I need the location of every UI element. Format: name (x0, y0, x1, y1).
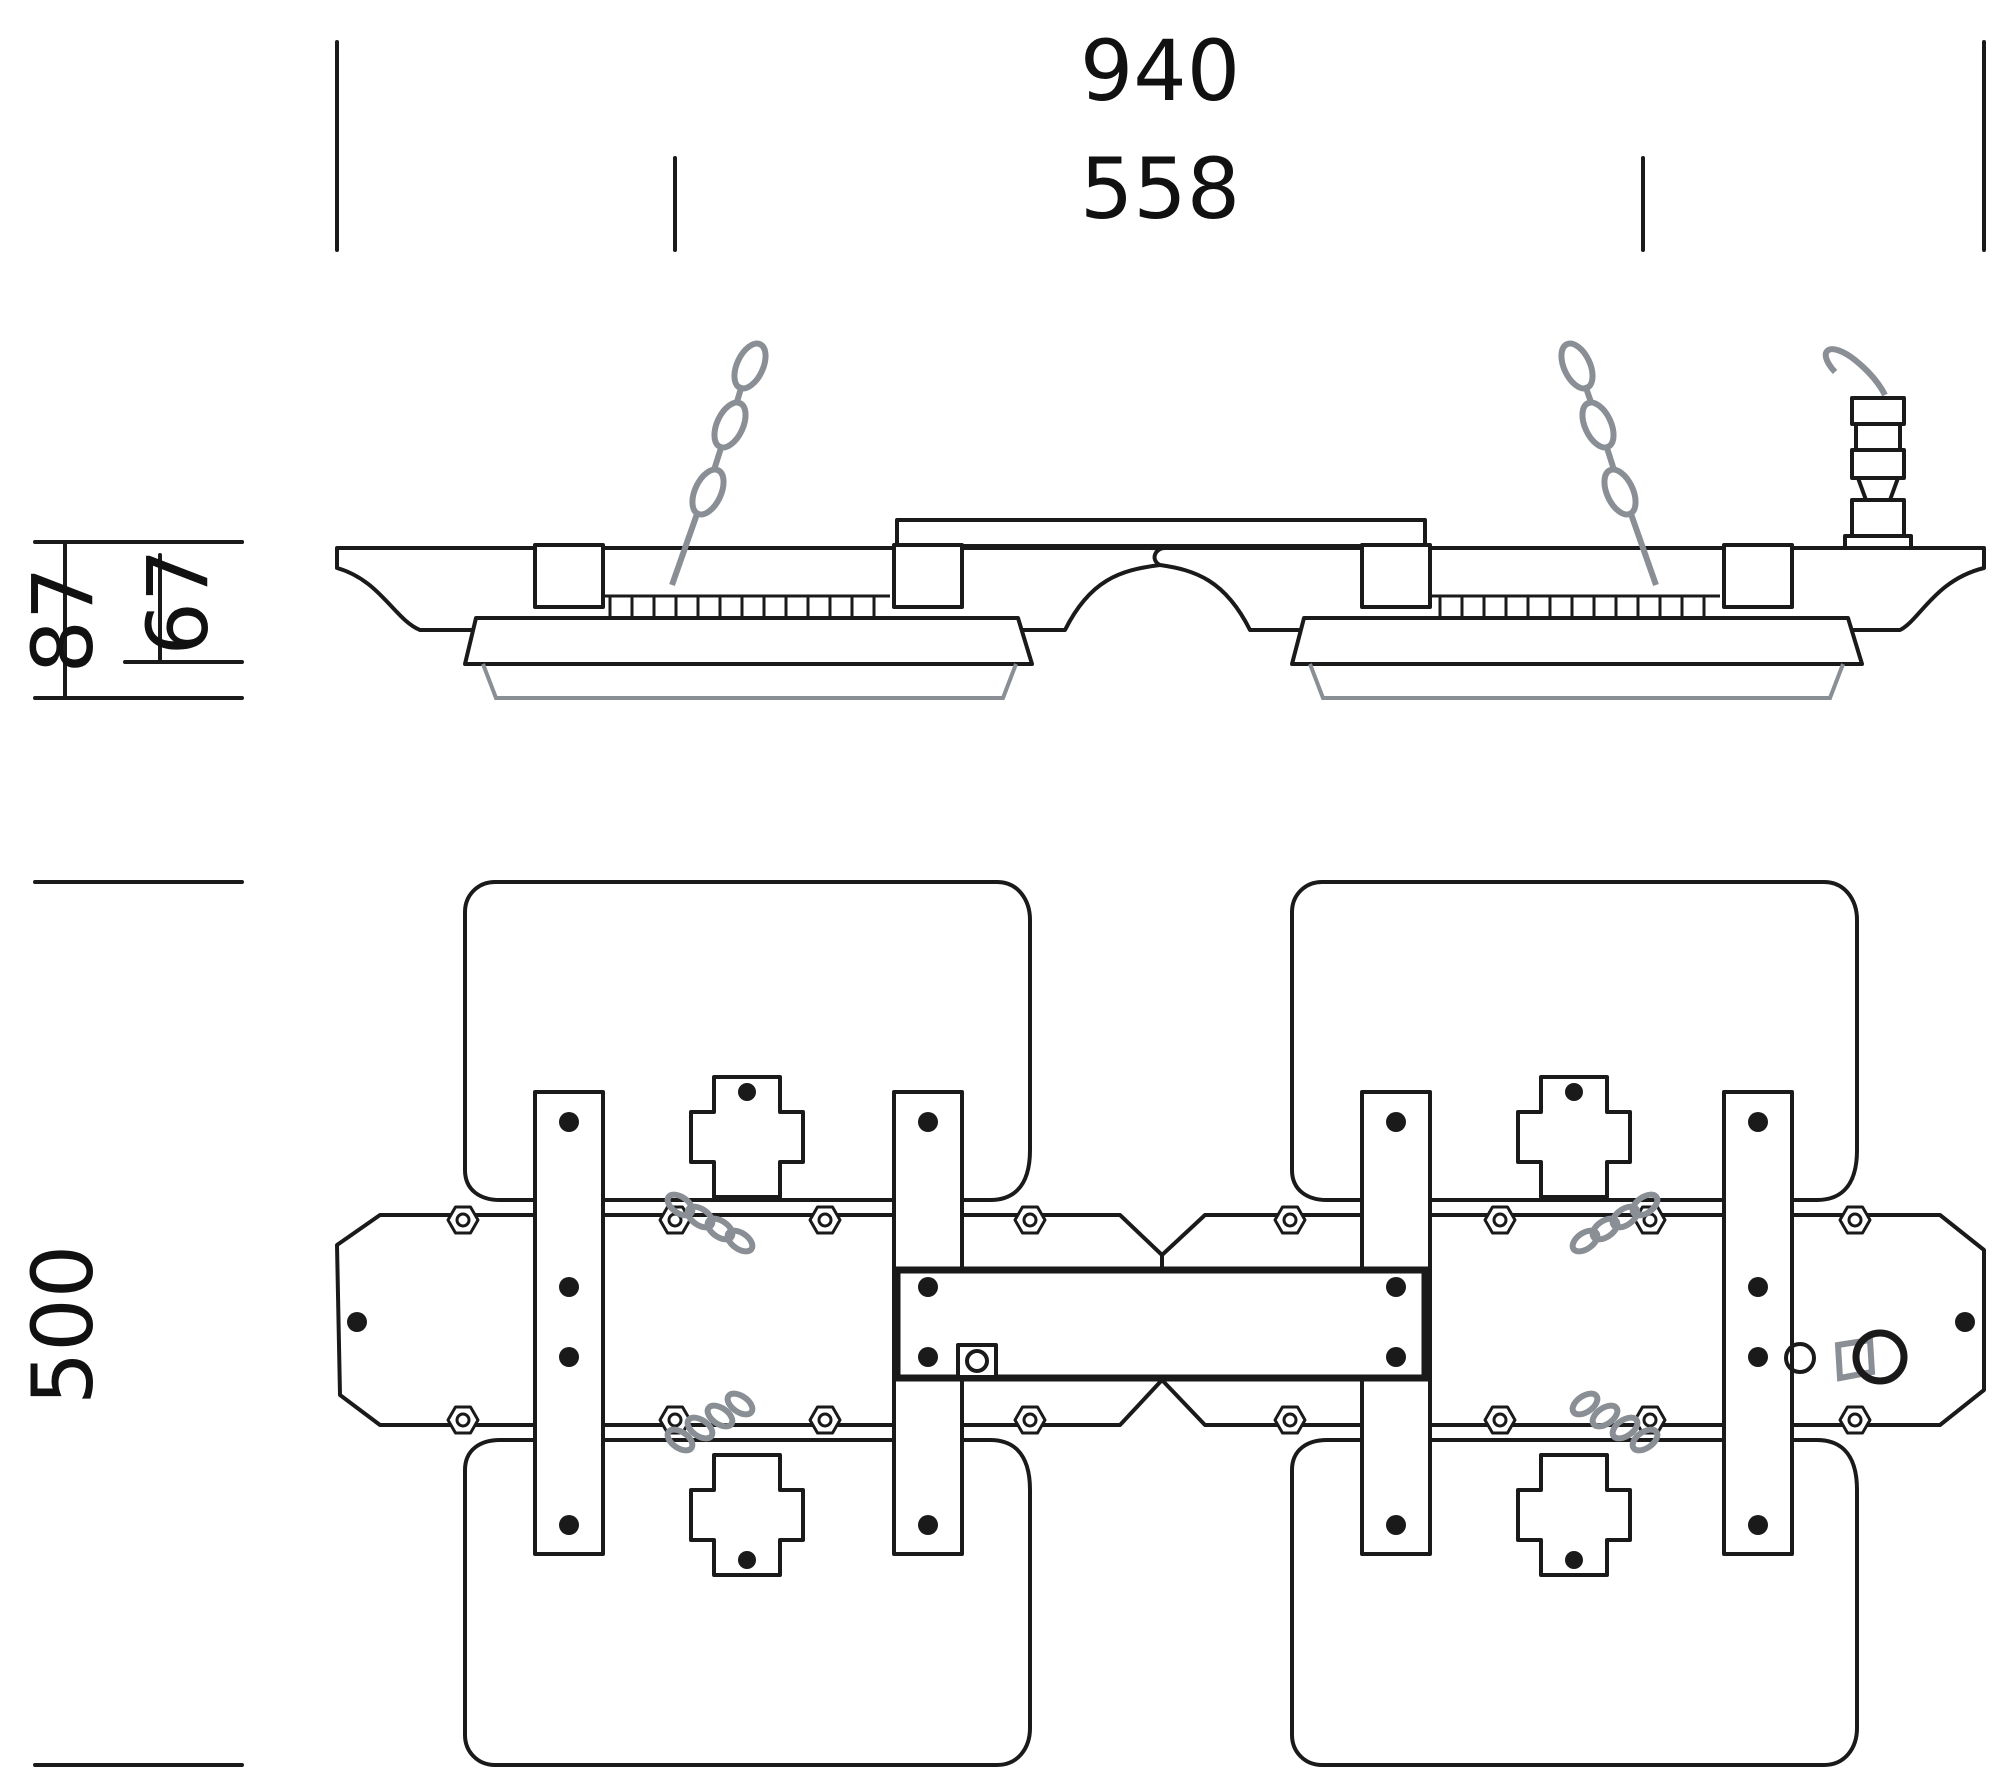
hex-nut (1838, 1405, 1872, 1435)
screw-hole (559, 1277, 579, 1297)
dimension-overall-width: 940 (335, 22, 1986, 252)
hex-nut (446, 1405, 480, 1435)
hex-nut-hole (455, 1212, 471, 1228)
hex-nut-hole (667, 1412, 683, 1428)
reflector-panel-bottom-right (1290, 1438, 1859, 1767)
hex-nut (1273, 1405, 1307, 1435)
cooling-fins-right (1430, 594, 1720, 616)
dimension-body-height: 67 (123, 540, 244, 664)
screw-hole (738, 1083, 756, 1101)
dimension-center-spacing: 558 (673, 140, 1645, 252)
hex-nut-hole (1642, 1412, 1658, 1428)
hex-nut-hole (1492, 1412, 1508, 1428)
dimension-depth: 500 (14, 880, 244, 1767)
connector-socket-hole (965, 1349, 989, 1373)
diffuser-lens-left (481, 663, 1018, 700)
screw-hole (559, 1112, 579, 1132)
dimension-label-center-spacing: 558 (1080, 140, 1240, 238)
chain-plan-icon (664, 1390, 756, 1454)
mounting-bar-4 (1722, 1090, 1794, 1556)
reflector-panel-bottom-left (463, 1438, 1032, 1767)
hex-nut-hole (455, 1412, 471, 1428)
screw-hole (1386, 1277, 1406, 1297)
screw-hole (347, 1312, 367, 1332)
dimension-label-body-height: 67 (129, 549, 227, 656)
cable-gland-icon (1822, 346, 1913, 550)
screw-hole (559, 1515, 579, 1535)
hex-nut (1838, 1205, 1872, 1235)
hex-nut (808, 1205, 842, 1235)
screw-hole (918, 1112, 938, 1132)
cross-mount (1516, 1075, 1632, 1199)
diffuser-lens-right (1308, 663, 1845, 700)
screw-hole (918, 1515, 938, 1535)
hex-nuts (446, 1205, 1872, 1435)
cross-mount (1516, 1453, 1632, 1577)
top-connector-bar (895, 518, 1427, 548)
screw-hole (918, 1277, 938, 1297)
bracket-block-2 (892, 543, 964, 609)
hex-nut (1013, 1405, 1047, 1435)
hex-nut-hole (1847, 1212, 1863, 1228)
dimension-label-overall-width: 940 (1080, 22, 1240, 120)
cooling-fins-left (600, 594, 890, 616)
hex-nut (808, 1405, 842, 1435)
hex-nut-hole (1492, 1212, 1508, 1228)
hex-nut-hole (1847, 1412, 1863, 1428)
screw-hole (738, 1551, 756, 1569)
chain-plan-icon (1569, 1191, 1661, 1255)
cable-gland-plan-icon (1784, 1329, 1908, 1385)
screw-hole (1386, 1112, 1406, 1132)
screw-holes (347, 1112, 1975, 1535)
reflector-panel-top-left (463, 880, 1032, 1202)
hex-nut (446, 1205, 480, 1235)
diffuser-tray-left (463, 616, 1034, 666)
chain-plan-icon (1569, 1390, 1661, 1454)
screw-hole (1386, 1515, 1406, 1535)
hex-nut-hole (1022, 1412, 1038, 1428)
screw-hole (1748, 1515, 1768, 1535)
hex-nut-hole (1282, 1412, 1298, 1428)
screw-hole (1748, 1277, 1768, 1297)
hex-nut-hole (817, 1412, 833, 1428)
chain-plan-icon (664, 1191, 756, 1255)
hex-nut-hole (1022, 1212, 1038, 1228)
reflector-panel-top-right (1290, 880, 1859, 1202)
hex-nut-hole (817, 1212, 833, 1228)
diffuser-tray-right (1290, 616, 1864, 666)
screw-hole (1748, 1112, 1768, 1132)
cross-mount (689, 1075, 805, 1199)
hex-nut (1483, 1405, 1517, 1435)
mounting-bar-1 (533, 1090, 605, 1556)
screw-hole (1565, 1551, 1583, 1569)
dimension-label-depth: 500 (14, 1245, 112, 1405)
plan-view (335, 880, 1986, 1767)
hex-nut (1483, 1205, 1517, 1235)
bracket-block-3 (1360, 543, 1432, 609)
screw-hole (1955, 1312, 1975, 1332)
chain-icon (1558, 340, 1659, 586)
dimension-total-height: 87 (14, 540, 244, 700)
chain-icon (669, 340, 769, 586)
hex-nut-hole (1282, 1212, 1298, 1228)
screw-hole (1386, 1347, 1406, 1367)
bracket-block-4 (1722, 543, 1794, 609)
screw-hole (1565, 1083, 1583, 1101)
screw-hole (559, 1347, 579, 1367)
screw-hole (918, 1347, 938, 1367)
dimension-label-total-height: 87 (14, 567, 112, 674)
side-view (335, 340, 1986, 700)
cross-mount (689, 1453, 805, 1577)
hex-nut (1013, 1205, 1047, 1235)
hex-nut (1273, 1205, 1307, 1235)
bracket-block-1 (533, 543, 605, 609)
screw-hole (1748, 1347, 1768, 1367)
